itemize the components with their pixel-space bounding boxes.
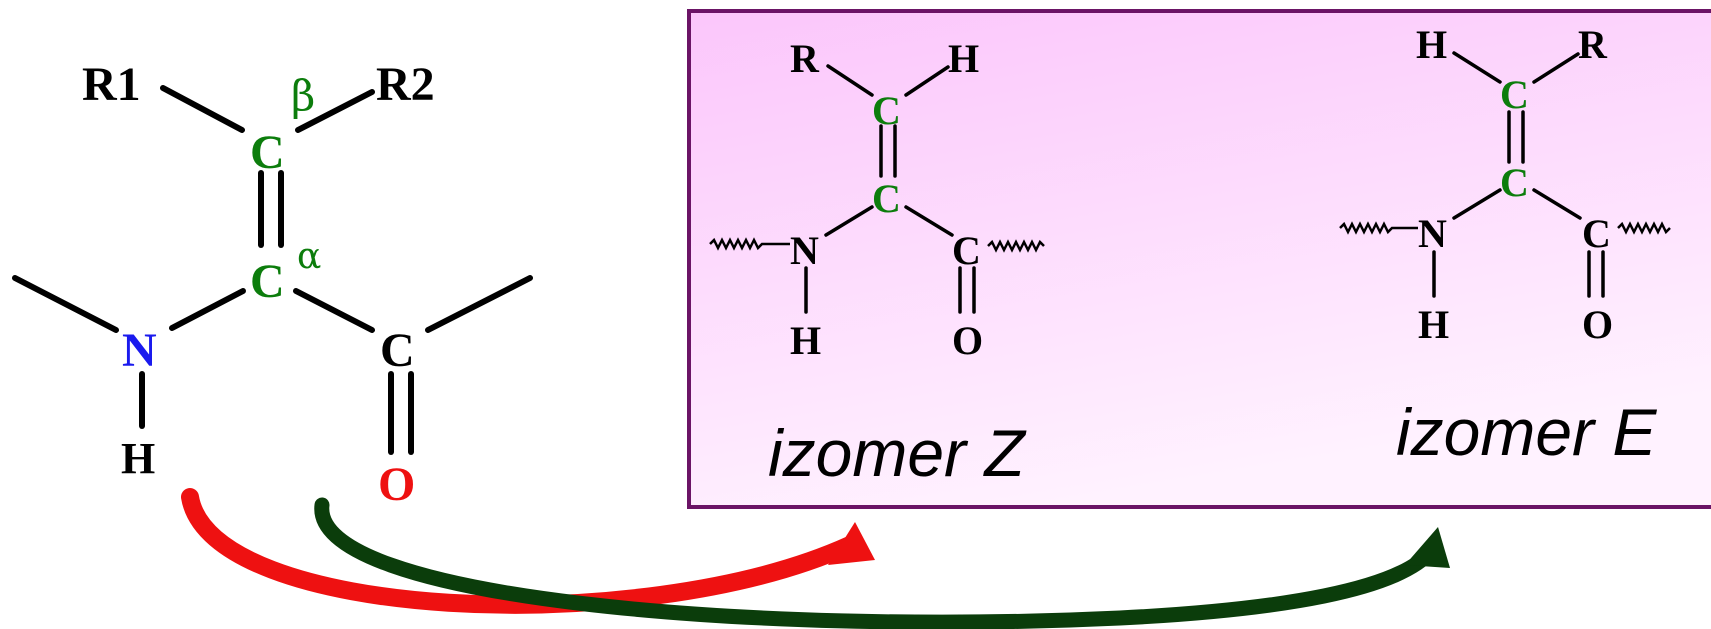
e-c-carbonyl-label: C — [1582, 211, 1611, 256]
bond-methyl-n — [12, 275, 119, 333]
arrow-to-isomer-z — [181, 488, 875, 614]
e-wavy-bond-right — [1617, 221, 1671, 235]
z-wavy-bond-left — [709, 237, 790, 251]
dehydroamino-acid-structure: R1 R2 C β C α N H C O — [12, 58, 533, 511]
z-bond-r-c — [826, 64, 874, 97]
alpha-label: α — [297, 236, 321, 277]
dark-green-curved-arrow — [314, 497, 1440, 629]
dark-green-arrowhead — [1405, 527, 1450, 568]
red-curved-arrow — [181, 488, 859, 614]
e-n-label: N — [1418, 211, 1447, 256]
bond-n-calpha — [169, 288, 246, 331]
z-bond-c-h — [904, 65, 950, 97]
isomer-panel — [687, 9, 1711, 509]
e-h-bottom-label: H — [1418, 302, 1449, 347]
c-carbonyl-label: C — [380, 324, 415, 377]
z-wavy-bond-right — [987, 239, 1045, 253]
bond-cbeta-r2 — [295, 89, 375, 133]
arrow-to-isomer-e — [314, 497, 1450, 629]
z-c-mid-label: C — [872, 176, 901, 221]
r1-label: R1 — [82, 58, 141, 111]
e-bond-h-c — [1452, 51, 1502, 84]
e-c-mid-label: C — [1500, 160, 1529, 205]
bond-calpha-carbonyl — [293, 288, 375, 333]
z-c-carbonyl-label: C — [952, 228, 981, 273]
beta-label: β — [291, 71, 315, 120]
e-r-label: R — [1578, 22, 1608, 67]
e-o-label: O — [1582, 302, 1613, 347]
e-c-top-label: C — [1500, 72, 1529, 117]
z-r-label: R — [790, 36, 820, 81]
z-bond-n-c — [824, 205, 874, 237]
z-n-label: N — [790, 228, 819, 273]
z-bond-c-c — [904, 205, 954, 237]
o-label: O — [378, 458, 415, 511]
r2-label: R2 — [376, 58, 435, 111]
c-alpha-label: C — [250, 255, 285, 308]
z-h-top-label: H — [948, 36, 979, 81]
bond-r1-cbeta — [160, 85, 245, 133]
c-beta-label: C — [250, 126, 285, 179]
isomer-z-structure: R H C C N H C O izomer Z — [709, 36, 1045, 490]
e-bond-c-r — [1532, 52, 1580, 84]
h-label: H — [121, 434, 155, 483]
e-caption: izomer E — [1396, 395, 1657, 469]
e-bond-n-c — [1452, 188, 1502, 220]
n-label: N — [122, 324, 157, 377]
red-arrowhead — [828, 522, 875, 565]
isomer-e-structure: H R C C N H C O izomer E — [1339, 22, 1671, 469]
e-h-top-label: H — [1416, 22, 1447, 67]
z-h-bottom-label: H — [790, 318, 821, 363]
z-o-label: O — [952, 318, 983, 363]
e-wavy-bond-left — [1339, 221, 1418, 235]
bond-carbonyl-methyl — [425, 275, 533, 333]
z-c-top-label: C — [872, 88, 901, 133]
z-caption: izomer Z — [768, 416, 1027, 490]
e-bond-c-c — [1532, 188, 1582, 220]
